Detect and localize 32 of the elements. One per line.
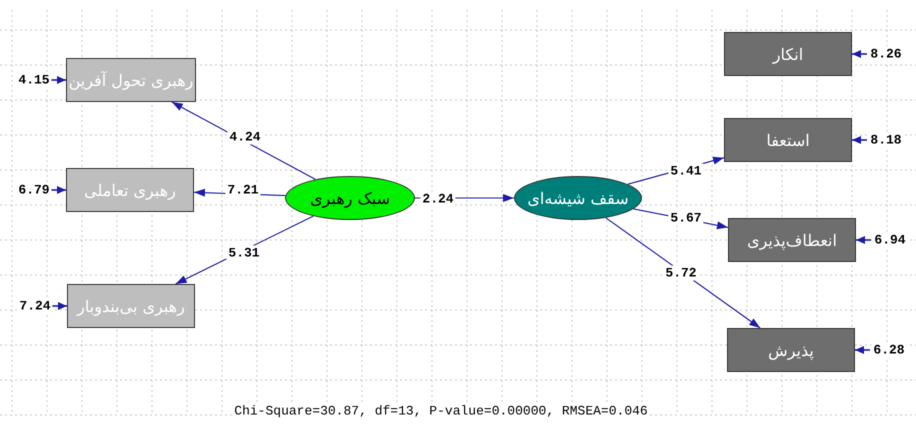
edge-label: 2.24 xyxy=(420,192,456,206)
error-arrow xyxy=(852,136,867,144)
edge-label: 5.67 xyxy=(668,210,704,226)
arrow xyxy=(605,217,761,328)
latent-ellipse: سبک رهبری xyxy=(285,176,415,220)
indicator-box: رهبری تحول آفرین xyxy=(66,58,196,102)
indicator-box: انکار xyxy=(724,32,852,76)
latent-ellipse: سقف شیشه‌ای xyxy=(514,176,642,220)
indicator-box: رهبری تعاملی xyxy=(66,168,194,212)
edge-label: 7.21 xyxy=(225,182,261,198)
edge-label: 7.24 xyxy=(17,298,53,314)
edge-label: 5.31 xyxy=(226,246,262,260)
edge-label: 6.28 xyxy=(871,342,907,358)
edge-label: 8.26 xyxy=(868,46,904,62)
error-arrow xyxy=(852,50,867,58)
fit-statistics: Chi-Square=30.87, df=13, P-value=0.00000, RMSEA=0.046 xyxy=(232,404,650,418)
edge-label: 8.18 xyxy=(868,132,904,148)
indicator-box: رهبری بی‌بندوبار xyxy=(67,284,195,328)
indicator-box: انعطاف‌پذیری xyxy=(728,218,856,262)
error-arrow xyxy=(52,302,67,310)
error-arrow xyxy=(856,236,871,244)
error-arrow xyxy=(51,186,66,194)
edge-label: 4.24 xyxy=(227,130,263,144)
edge-label: 6.94 xyxy=(872,232,908,248)
edge-label: 6.79 xyxy=(16,182,52,198)
edge-label: 5.41 xyxy=(668,164,704,178)
indicator-box: پذیرش xyxy=(727,328,855,372)
indicator-box: استعفا xyxy=(724,118,852,162)
edge-label: 4.15 xyxy=(16,72,52,88)
error-arrow xyxy=(51,76,66,84)
edge-label: 5.72 xyxy=(663,266,699,280)
error-arrow xyxy=(855,346,870,354)
